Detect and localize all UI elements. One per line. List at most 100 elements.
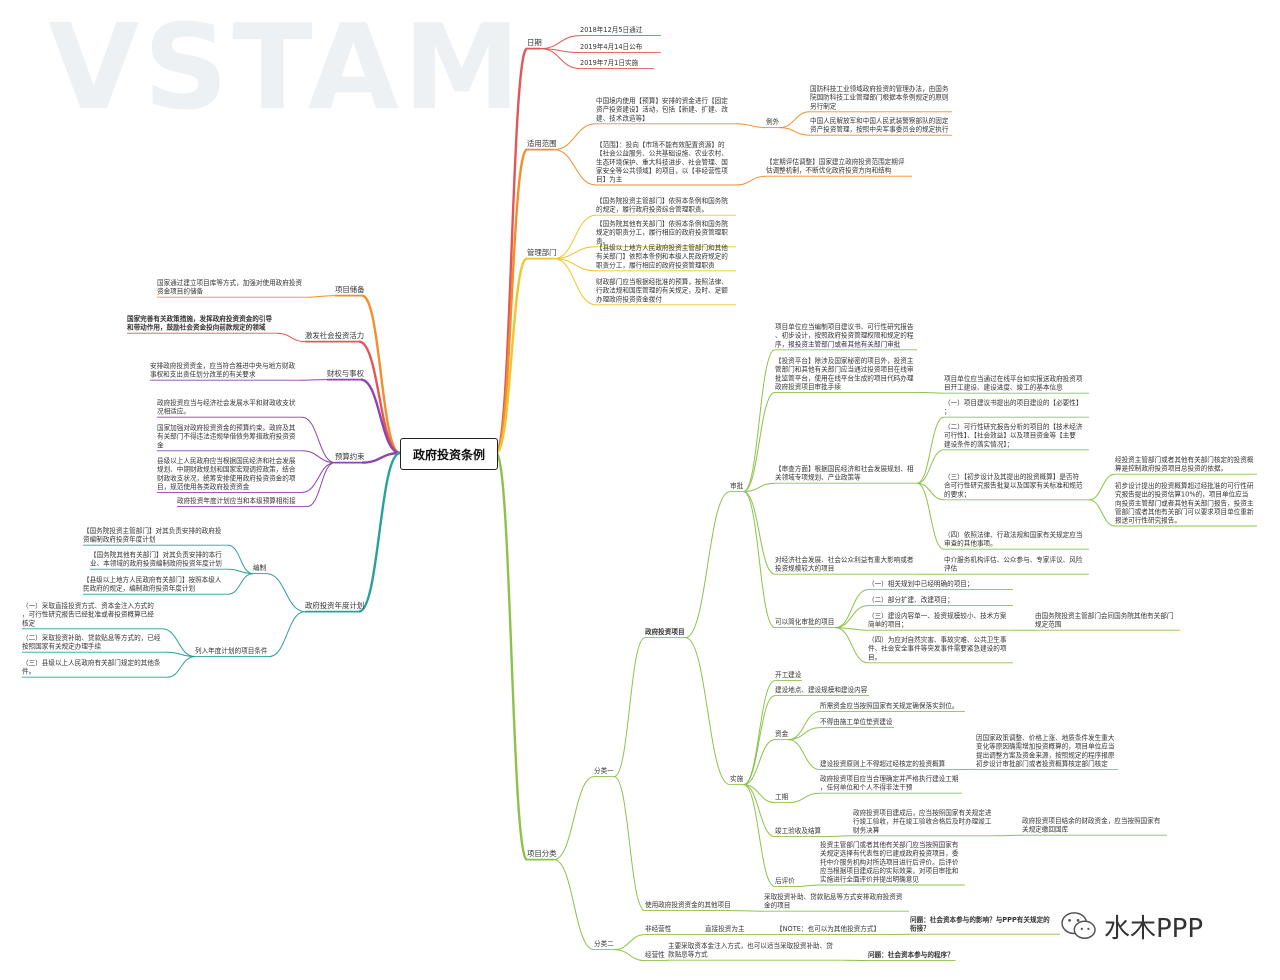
- node-l1_date[interactable]: 日期: [527, 38, 542, 47]
- node-r1[interactable]: 国家通过建立项目库等方式，加强对使用政府投资资金项目的储备: [157, 278, 302, 296]
- node-a2[interactable]: 【投资平台】除涉及国家秘密的项目外，投资主管部门和其他有关部门应当通过投资项目在…: [775, 356, 914, 391]
- node-i4a[interactable]: 政府投资项目应当合理确定并严格执行建设工期，任何单位和个人不得非法干预: [820, 774, 959, 792]
- node-a4a[interactable]: 中介服务机构评估、公众参与、专家评议、风险评估: [944, 555, 1083, 573]
- connector-pl5: [166, 651, 196, 658]
- connector-a5: [743, 491, 776, 629]
- node-c_app[interactable]: 审批: [730, 481, 744, 490]
- node-pl4[interactable]: （一）采取直接投资方式、资本金注入方式的，可行性研究报告已经批准或者投资概算已经…: [22, 601, 154, 627]
- node-s_ex2[interactable]: 中国人民解放军和中国人民武装警察部队的固定资产投资管理，按照中央军事委员会的规定…: [810, 116, 949, 134]
- node-s_ex1[interactable]: 国防科技工业领域政府投资的管理办法，由国务院国防科技工业管理部门根据本条例规定的…: [810, 84, 949, 110]
- node-pl_prep[interactable]: 编制: [253, 563, 267, 572]
- node-c2a[interactable]: 非经营性: [645, 924, 672, 933]
- node-c_impl[interactable]: 实施: [730, 774, 744, 783]
- node-l1_vital[interactable]: 激发社会投资活力: [305, 331, 364, 340]
- node-b4[interactable]: 政府投资年度计划应当和本级预算相衔接: [177, 496, 296, 505]
- node-a5d[interactable]: （四）为应对自然灾害、事故灾难、公共卫生事件、社会安全事件等突发事件需要紧急建设…: [868, 635, 1007, 661]
- connector-b4: [306, 462, 336, 508]
- node-i3[interactable]: 资金: [775, 729, 789, 738]
- connector-i3a: [788, 711, 821, 741]
- node-c_cat2[interactable]: 分类二: [594, 939, 614, 948]
- node-c_other1[interactable]: 采取投资补助、贷款贴息等方式安排政府投资资金的项目: [764, 892, 903, 910]
- node-pl_list[interactable]: 列入年度计划的项目条件: [195, 646, 268, 655]
- node-c2a2[interactable]: 【NOTE：也可以为其他投资方式】: [776, 924, 880, 933]
- node-m4[interactable]: 财政部门应当根据经批准的预算，按照法律、行政法规和国库管理的有关规定，及时、足额…: [596, 277, 728, 303]
- node-d2[interactable]: 2019年4月14日公布: [580, 42, 643, 51]
- node-i6a[interactable]: 投资主管部门或者其他有关部门应当按照国家有关规定选择有代表性的已建成政府投资项目…: [820, 840, 959, 883]
- connector-layer: [22, 35, 1257, 962]
- node-s1[interactable]: 中国境内使用【预算】安排的资金进行【固定资产投资建设】活动，包括【新建、扩建、改…: [596, 96, 728, 122]
- node-c_other[interactable]: 使用政府投资资金的其他项目: [645, 900, 731, 909]
- node-a4[interactable]: 对经济社会发展、社会公众利益有重大影响或者投资规模较大的项目: [775, 555, 914, 573]
- node-a5[interactable]: 可以简化审批的项目: [775, 617, 834, 626]
- node-i6[interactable]: 后评价: [775, 876, 795, 885]
- node-a3c2[interactable]: 初步设计提出的投资概算超过经批准的可行性研究报告提出的投资估算10%的，项目单位…: [1115, 481, 1254, 524]
- node-a1[interactable]: 项目单位应当编制项目建议书、可行性研究报告、初步设计，按照政府投资管理权限和规定…: [775, 322, 914, 348]
- node-a5b[interactable]: （二）部分扩建、改建项目；: [868, 595, 954, 604]
- node-c_cat1[interactable]: 分类一: [594, 766, 614, 775]
- node-a2a[interactable]: 项目单位应当通过在线平台如实报送政府投资项目开工建设、建设进度、竣工的基本信息: [944, 374, 1083, 392]
- connector-c_cat1: [553, 776, 595, 861]
- node-s_ex[interactable]: 例外: [766, 117, 780, 126]
- node-i5a1[interactable]: 政府投资项目结余的财政资金，应当按照国家有关规定缴回国库: [1022, 816, 1161, 834]
- node-a3[interactable]: 【审查方面】根据国民经济和社会发展规划、相关领域专项规划、产业政策等: [775, 464, 914, 482]
- connector-c_cat2: [553, 859, 595, 951]
- node-pl3[interactable]: 【县级以上地方人民政府有关部门】按照本级人民政府的规定，编制政府投资年度计划: [83, 575, 222, 593]
- node-v1[interactable]: 国家完善有关政策措施，发挥政府投资资金的引导和带动作用，鼓励社会资金投向前款规定…: [126, 314, 272, 332]
- node-c2a3[interactable]: 问题：社会资本参与的影响？与PPP有关规定的衔接？: [910, 915, 1050, 933]
- node-m1[interactable]: 【国务院投资主管部门】依照本条例和国务院的规定，履行政府投资综合管理职责。: [596, 196, 728, 214]
- node-a5c1[interactable]: 由国务院投资主管部门会同国务院其他有关部门规定范围: [1035, 611, 1173, 629]
- node-a3c1[interactable]: 经投资主管部门或者其他有关部门核定的投资概算是控制政府投资项目总投资的依据。: [1115, 455, 1254, 473]
- node-i5a[interactable]: 政府投资项目建成后，应当按照国家有关规定进行竣工验收，并在竣工验收合格后及时办理…: [853, 808, 992, 834]
- node-a3d[interactable]: （四）依照法律、行政法规和国家有关规定应当审查的其他事项。: [944, 530, 1082, 548]
- node-l1_dept[interactable]: 管理部门: [527, 248, 557, 257]
- node-l1_plan[interactable]: 政府投资年度计划: [305, 601, 364, 610]
- node-b3[interactable]: 县级以上人民政府应当根据国民经济和社会发展规划、中期财政规划和国家宏观调控政策，…: [157, 456, 296, 491]
- node-d1[interactable]: 2018年12月5日通过: [580, 25, 643, 34]
- node-c2a1[interactable]: 直接投资为主: [705, 924, 745, 933]
- node-a5a[interactable]: （一）相关规划中已经明确的项目；: [868, 579, 974, 588]
- node-l1_right[interactable]: 财权与事权: [327, 369, 365, 378]
- node-l1_class[interactable]: 项目分类: [527, 849, 557, 858]
- node-m3[interactable]: 【县级以上地方人民政府投资主管部门和其他有关部门】依照本条例和本级人民政府规定的…: [596, 243, 728, 269]
- node-a3a[interactable]: （一）项目建议书提出的项目建设的【必要性】；: [944, 398, 1082, 416]
- connector-c2b: [614, 949, 646, 962]
- connector-pl1: [227, 544, 254, 575]
- node-c_proj[interactable]: 政府投资项目: [645, 627, 685, 636]
- connector-pl_prep: [266, 573, 306, 613]
- node-m2[interactable]: 【国务院其他有关部门】依照本条例和国务院规定的职责分工，履行相应的政府投资管理职…: [596, 219, 728, 245]
- node-pl2[interactable]: 【国务院其他有关部门】对其负责安排的本行业、本领域的政府投资编制政府投资年度计划: [90, 550, 222, 568]
- node-s2[interactable]: 【范围】：投向【市场不能有效配置资源】的【社会公益服务、公共基础设施、农业农村、…: [596, 140, 728, 183]
- node-c2b2[interactable]: 问题：社会资本参与的程序？: [868, 950, 954, 959]
- node-i3c[interactable]: 建设投资原则上不得超过经核定的投资概算: [820, 759, 946, 768]
- node-i5[interactable]: 竣工验收及结算: [775, 826, 822, 835]
- node-i4[interactable]: 工期: [775, 793, 789, 801]
- connector-s_ex1: [779, 111, 811, 129]
- node-pl5[interactable]: （二）采取投资补助、贷款贴息等方式的，已经按照国家有关规定办理手续: [22, 633, 161, 651]
- connector-a3c1: [1088, 473, 1116, 501]
- node-a5c[interactable]: （三）建设内容单一、投资规模较小、技术方案简单的项目；: [868, 611, 1007, 629]
- node-b1[interactable]: 政府投资应当与经济社会发展水平和财政收支状况相适应。: [157, 398, 296, 416]
- node-c2b1[interactable]: 主要采取资本金注入方式，也可以适当采取投资补助、贷款贴息等方式: [668, 941, 833, 959]
- node-a3c[interactable]: （三）【初步设计及其提出的投资概算】是否符合可行性研究报告批复以及国家有关标准和…: [944, 472, 1083, 498]
- connector-b1: [301, 416, 336, 464]
- node-pl1[interactable]: 【国务院投资主管部门】对其负责安排的政府投资编制政府投资年度计划: [83, 526, 222, 544]
- node-i2[interactable]: 建设地点、建设规模和建设内容: [775, 685, 868, 694]
- connector-a3c: [916, 482, 945, 501]
- connector-i4: [743, 784, 776, 804]
- node-l1_budget[interactable]: 预算约束: [335, 452, 365, 461]
- node-l1_reserve[interactable]: 项目储备: [335, 285, 365, 294]
- node-l1_scope[interactable]: 适用范围: [527, 139, 557, 148]
- node-i3b[interactable]: 不得由施工单位垫资建设: [820, 717, 893, 726]
- node-a3b[interactable]: （二）可行性研究报告分析的项目的【技术经济可行性】、【社会效益】以及项目资金等【…: [944, 422, 1083, 448]
- connector-a4: [743, 491, 776, 575]
- node-i1[interactable]: 开工建设: [775, 670, 802, 679]
- node-s2a[interactable]: 【定期评估调整】国家建立政府投资范围定期评估调整机制，不断优化政府投资方向和结构: [766, 157, 905, 175]
- node-f1[interactable]: 安排政府投资资金，应当符合推进中央与地方财政事权和支出责任划分改革的有关要求: [150, 361, 295, 379]
- node-i3c1[interactable]: 因国家政策调整、价格上涨、地质条件发生重大变化等原因确需增加投资概算的，项目单位…: [976, 733, 1115, 768]
- root-node[interactable]: 政府投资条例: [400, 438, 498, 470]
- node-pl6[interactable]: （三）县级以上人民政府有关部门规定的其他条件。: [22, 658, 161, 676]
- node-c2b[interactable]: 经营性: [645, 950, 665, 959]
- node-d3[interactable]: 2019年7月1日实施: [580, 58, 639, 67]
- node-b2[interactable]: 国家加强对政府投资资金的预算约束。政府及其有关部门不得违法违规举借债务筹措政府投…: [157, 423, 296, 449]
- node-i3a[interactable]: 所需资金应当按照国家有关规定确保落实到位。: [820, 701, 958, 710]
